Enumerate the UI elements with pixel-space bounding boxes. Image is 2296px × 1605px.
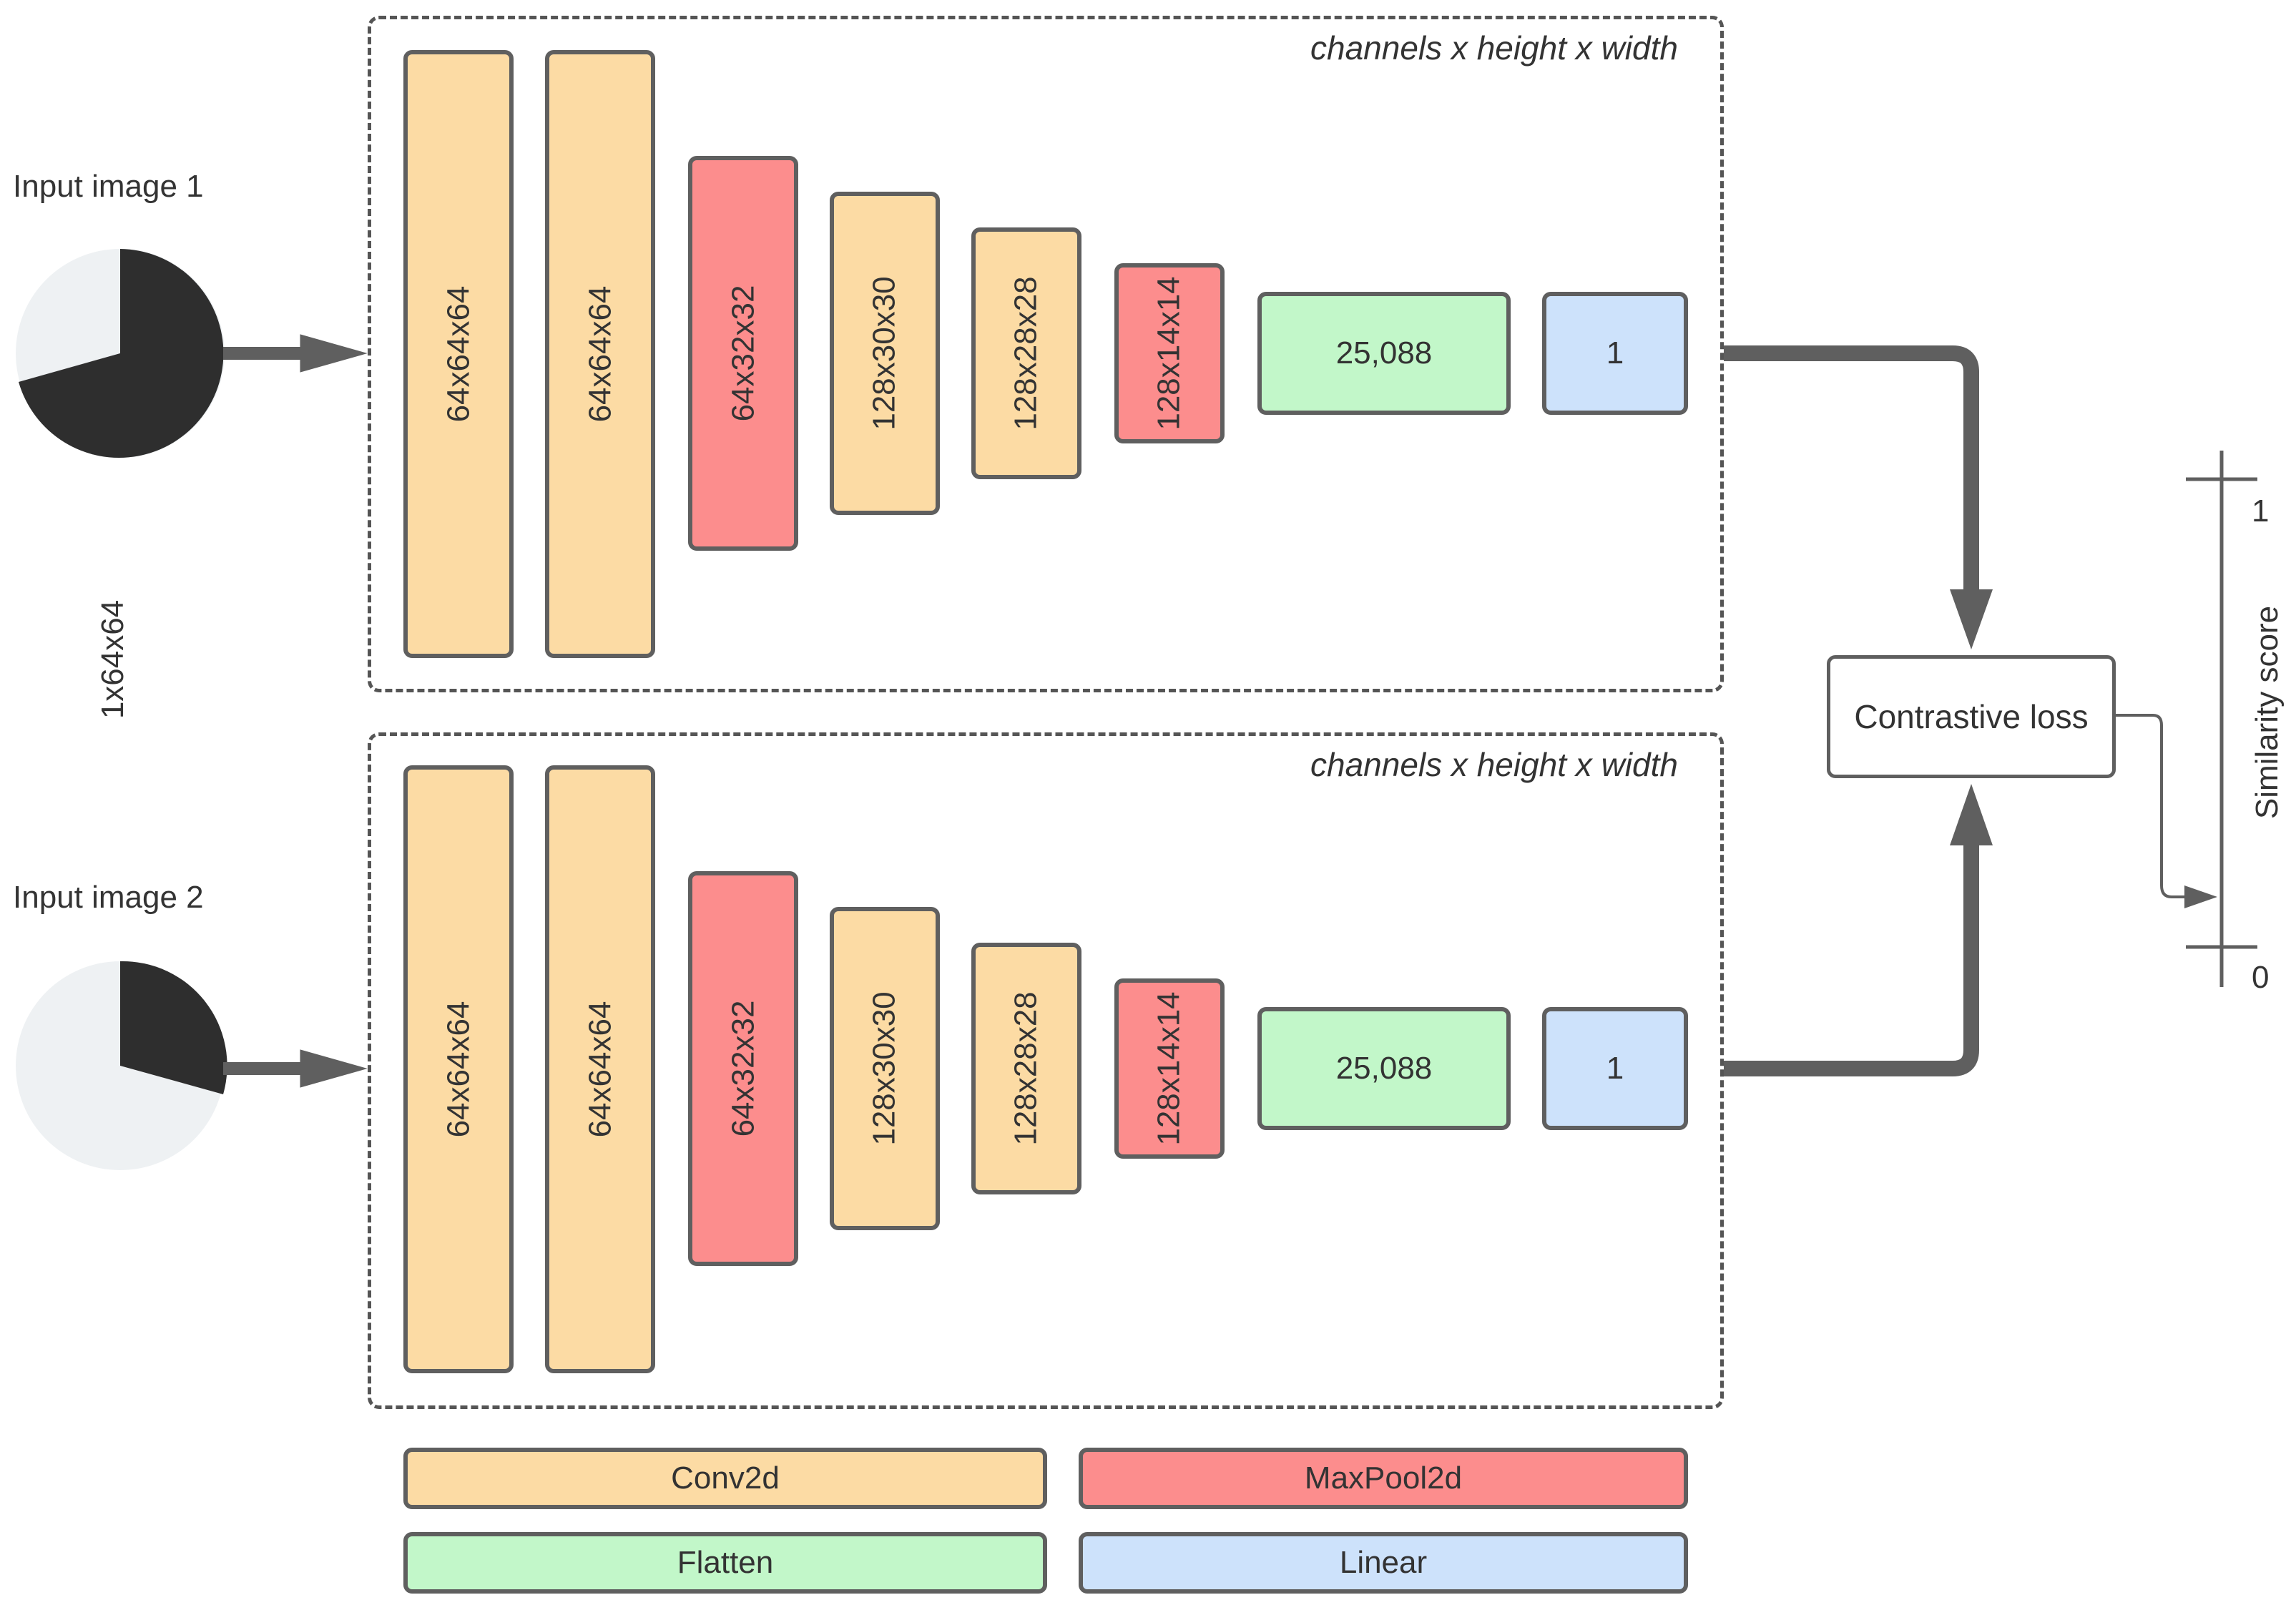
top-maxpool-block-2: 128x14x14 xyxy=(1114,263,1225,443)
legend-maxpool2d: MaxPool2d xyxy=(1079,1448,1688,1509)
top-linear-block-label: 1 xyxy=(1606,335,1624,370)
branch-top-frame xyxy=(368,16,1724,692)
bottom-linear-block-label: 1 xyxy=(1606,1051,1624,1086)
bottom-maxpool-block-1: 64x32x32 xyxy=(688,871,798,1266)
top-conv-block-3: 128x30x30 xyxy=(830,192,940,515)
bottom-flatten-block: 25,088 xyxy=(1257,1007,1511,1130)
bottom-conv-block-1-label: 64x64x64 xyxy=(441,1001,476,1138)
arrow-input-2 xyxy=(223,1049,368,1088)
top-conv-block-1-label: 64x64x64 xyxy=(441,285,476,423)
bottom-linear-block: 1 xyxy=(1542,1007,1688,1130)
branch-top-caption: channels x height x width xyxy=(1310,29,1678,67)
top-conv-block-2: 64x64x64 xyxy=(545,50,655,658)
arrow-input-1 xyxy=(223,334,368,373)
top-conv-block-1: 64x64x64 xyxy=(403,50,514,658)
bottom-conv-block-4-label: 128x28x28 xyxy=(1009,991,1044,1146)
top-flatten-block: 25,088 xyxy=(1257,292,1511,415)
similarity-score-label: Similarity score xyxy=(2250,605,2285,820)
input-image-2-label: Input image 2 xyxy=(13,880,204,915)
bottom-maxpool-block-2-label: 128x14x14 xyxy=(1152,991,1187,1146)
similarity-axis xyxy=(2186,451,2257,987)
bottom-conv-block-2-label: 64x64x64 xyxy=(582,1001,618,1138)
top-conv-block-4-label: 128x28x28 xyxy=(1009,276,1044,431)
bottom-maxpool-block-2: 128x14x14 xyxy=(1114,978,1225,1159)
top-linear-block: 1 xyxy=(1542,292,1688,415)
top-conv-block-3-label: 128x30x30 xyxy=(867,276,903,431)
top-conv-block-2-label: 64x64x64 xyxy=(582,285,618,423)
similarity-max-label: 1 xyxy=(2252,494,2270,529)
input-image-1-label: Input image 1 xyxy=(13,169,204,204)
branch-bottom-frame xyxy=(368,732,1724,1409)
bottom-conv-block-3-label: 128x30x30 xyxy=(867,991,903,1146)
legend-conv2d: Conv2d xyxy=(403,1448,1047,1509)
bottom-maxpool-block-1-label: 64x32x32 xyxy=(725,1000,761,1137)
legend-flatten: Flatten xyxy=(403,1532,1047,1594)
bottom-conv-block-1: 64x64x64 xyxy=(403,765,514,1373)
top-conv-block-4: 128x28x28 xyxy=(971,227,1081,479)
top-maxpool-block-2-label: 128x14x14 xyxy=(1152,276,1187,431)
top-flatten-block-label: 25,088 xyxy=(1335,335,1433,370)
input-image-1 xyxy=(16,249,225,458)
bottom-conv-block-2: 64x64x64 xyxy=(545,765,655,1373)
contrastive-loss-box: Contrastive loss xyxy=(1827,655,2116,778)
bottom-conv-block-4: 128x28x28 xyxy=(971,943,1081,1194)
similarity-min-label: 0 xyxy=(2252,960,2270,995)
input-image-2 xyxy=(16,961,227,1170)
bottom-flatten-block-label: 25,088 xyxy=(1335,1051,1433,1086)
top-maxpool-block-1: 64x32x32 xyxy=(688,156,798,551)
bottom-conv-block-3: 128x30x30 xyxy=(830,907,940,1230)
arrow-branch-1-to-loss xyxy=(1724,345,1993,649)
branch-bottom-caption: channels x height x width xyxy=(1310,746,1678,783)
arrow-branch-2-to-loss xyxy=(1724,784,1993,1076)
legend-linear: Linear xyxy=(1079,1532,1688,1594)
arrow-loss-to-score xyxy=(2116,714,2217,908)
top-maxpool-block-1-label: 64x32x32 xyxy=(725,285,761,422)
